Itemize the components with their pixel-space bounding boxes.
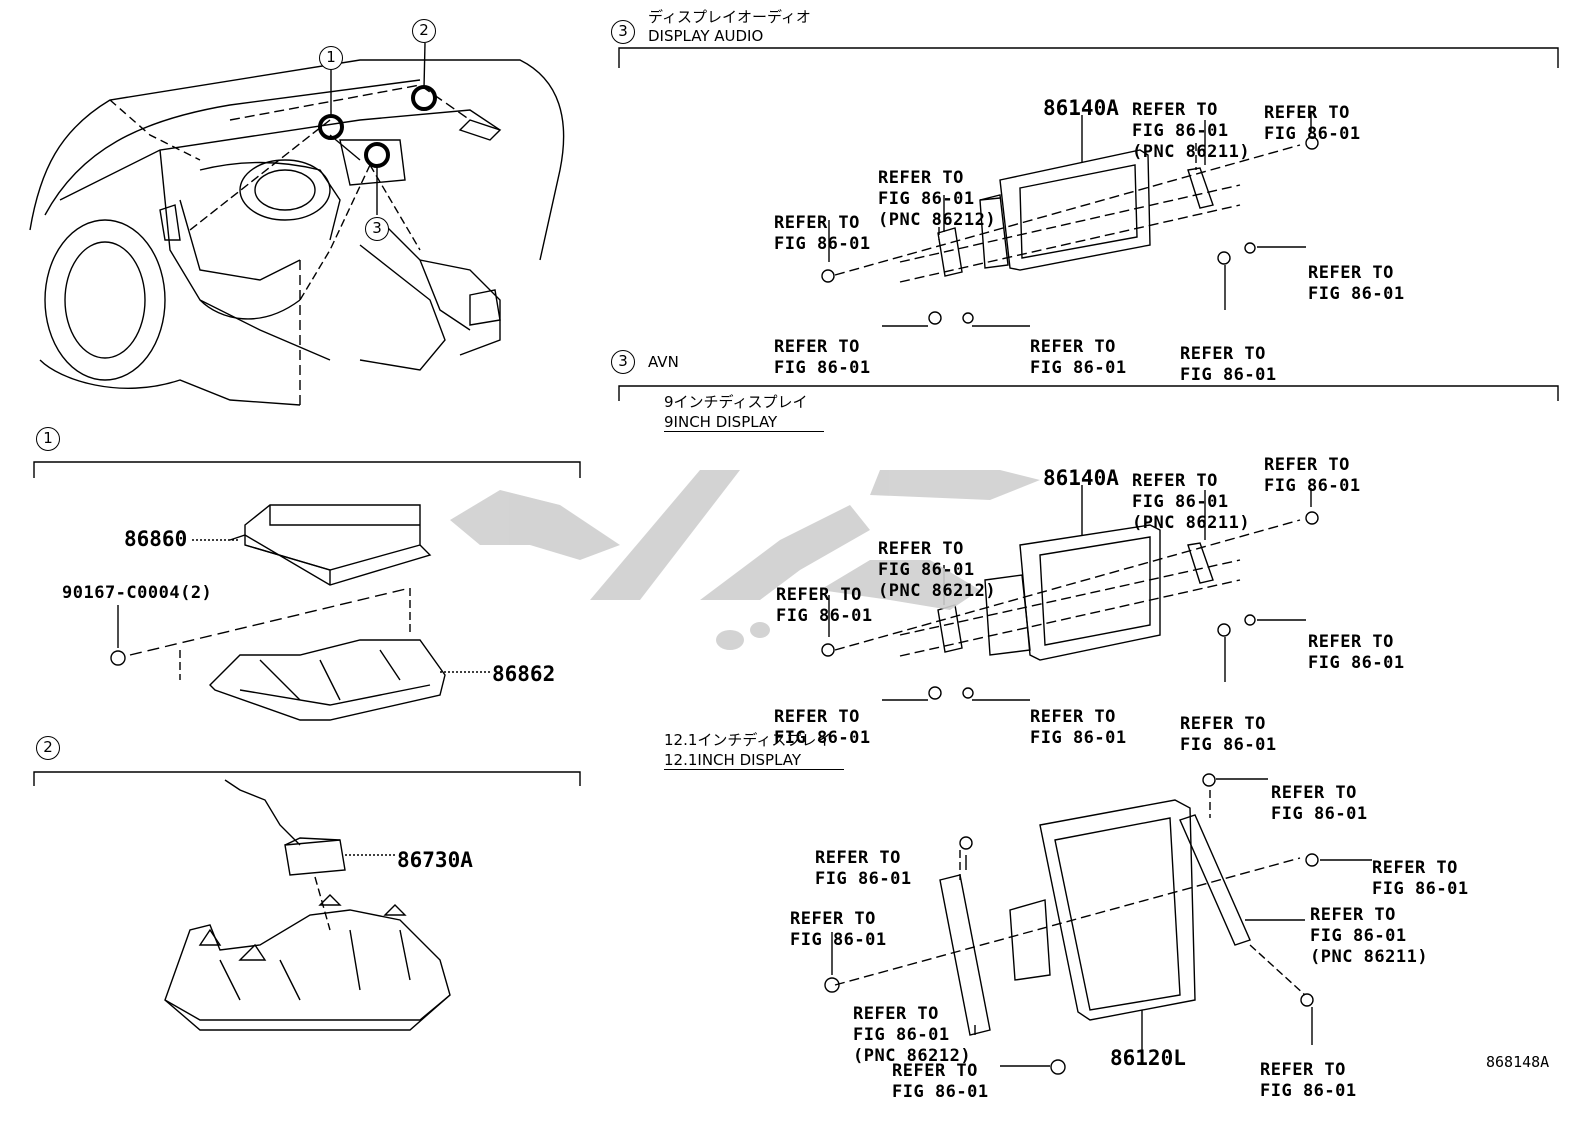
section-number-1: 1 [36,427,60,451]
overview-marker-3: 3 [365,217,389,241]
figure-code: 868148A [1486,1053,1550,1071]
display-audio-assembly [821,113,1319,327]
part-number-86730a: 86730A [397,848,473,872]
section-number-avn: 3 [611,350,635,374]
overview-marker-2: 2 [412,19,436,43]
part-number-86862: 86862 [492,662,556,686]
part-number-86120l: 86120L [1110,1046,1186,1070]
subsection-title-12inch: 12.1INCH DISPLAY [664,751,844,770]
part-number-90167: 90167-C0004(2) [62,583,213,603]
nine-inch-display-assembly [821,485,1319,701]
part-number-86860: 86860 [124,527,188,551]
watermark-logo [450,470,1040,650]
twelve-inch-display-assembly [824,773,1372,1075]
subsection-title-jp-12inch: 12.1インチディスプレイ [664,731,832,749]
subsection-title-jp-9inch: 9インチディスプレイ [664,393,808,411]
section-number-2: 2 [36,736,60,760]
section-title-avn: AVN [648,353,679,371]
subsection-title-9inch: 9INCH DISPLAY [664,413,824,432]
car-interior-illustration [29,59,565,406]
part-number-86140a-display-audio: 86140A [1043,96,1119,120]
part-number-86140a-9inch: 86140A [1043,466,1119,490]
sensor-roof-console-assembly [164,779,451,1031]
section-number-display-audio: 3 [611,20,635,44]
section-title-jp-display-audio: ディスプレイオーディオ [648,8,811,26]
airbag-ecu-assembly [110,504,492,721]
overview-marker-1: 1 [319,46,343,70]
parts-diagram [29,42,1559,1075]
section-title-display-audio: DISPLAY AUDIO [648,27,764,45]
